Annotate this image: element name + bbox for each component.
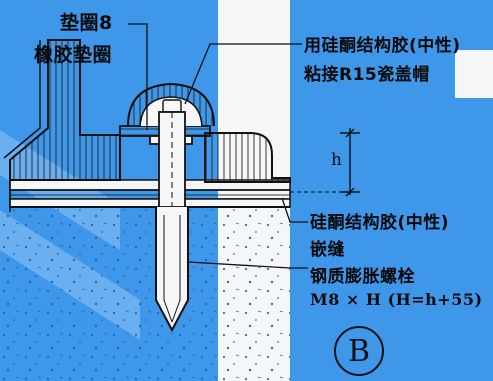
washer-label: 垫圈8 — [60, 12, 113, 34]
expansion-bolt — [155, 111, 189, 333]
detail-mark-b: B — [334, 326, 384, 376]
detail-mark-letter: B — [347, 333, 371, 369]
right-cladding — [204, 132, 291, 183]
panel-layers — [9, 179, 291, 212]
bolt-label-line1: 钢质膨胀螺栓 — [310, 267, 415, 287]
cap-sealant-label-line1: 用硅酮结构胶(中性) — [304, 36, 461, 56]
paper-strip-right — [455, 50, 493, 98]
bolt-label-line2: M8 × H (H=h+55) — [310, 290, 483, 309]
left-cladding — [3, 39, 121, 181]
leader-lines — [128, 23, 308, 269]
rubber-washer-label: 橡胶垫圈 — [34, 44, 113, 66]
background-stripes — [0, 130, 290, 381]
cap-sealant-label-line2: 粘接R15瓷盖帽 — [304, 65, 430, 85]
dimension-h — [290, 128, 360, 197]
joint-sealant-label-line1: 硅酮结构胶(中性) — [310, 213, 450, 233]
dimension-h-label: h — [331, 150, 343, 170]
joint-sealant-label-line2: 嵌缝 — [310, 240, 345, 260]
